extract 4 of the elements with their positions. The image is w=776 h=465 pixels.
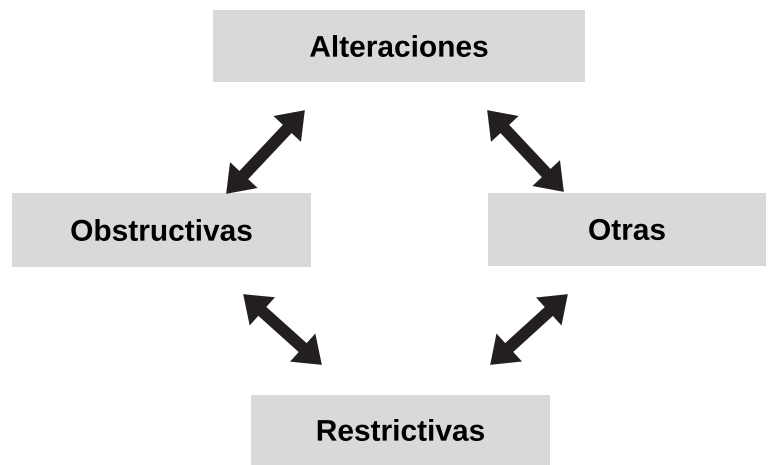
category-box: Obstructivas [12, 193, 311, 267]
category-box: Alteraciones [213, 10, 585, 82]
category-box: Otras [488, 193, 766, 266]
category-box: Restrictivas [251, 395, 550, 465]
